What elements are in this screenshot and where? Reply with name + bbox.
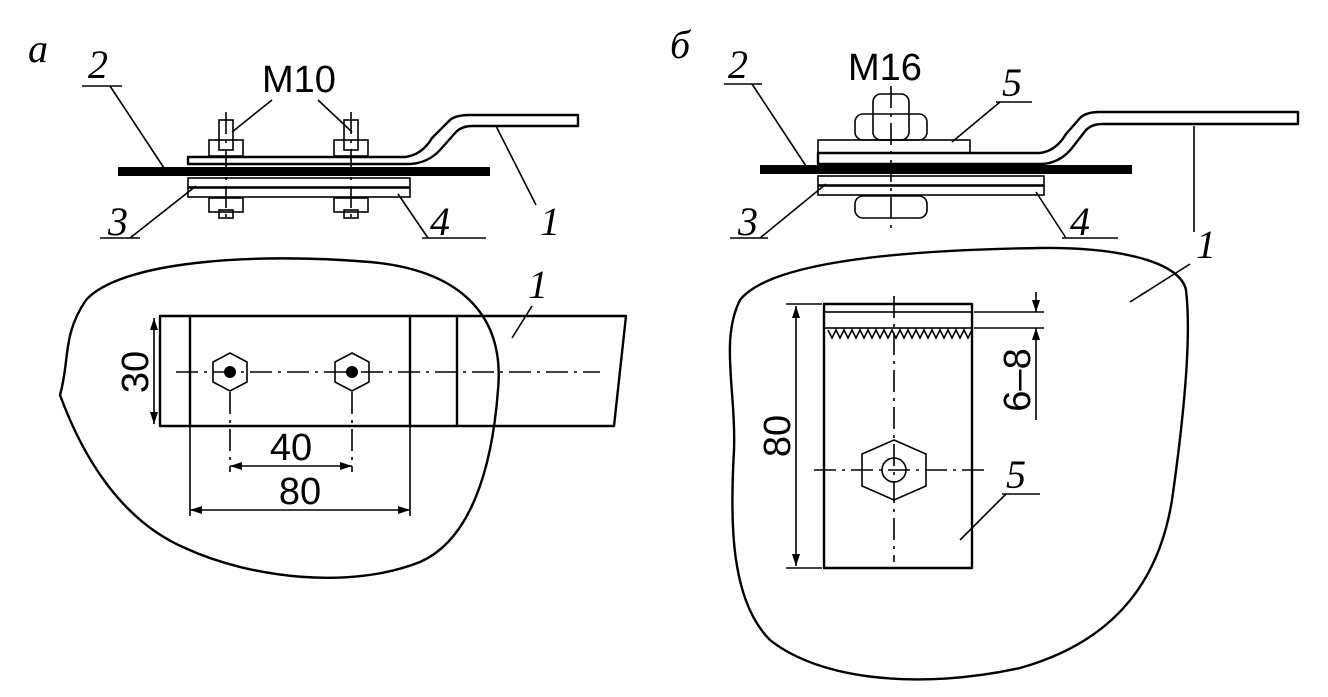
callout-a-1-top: 1 [540,199,560,244]
dim-length-b: 80 [757,415,799,457]
bolt-size-a: M10 [262,59,336,101]
callout-b-1-plan: 1 [1196,222,1216,267]
plate-5-b [817,139,971,154]
dim-weld-offset: 6–8 [997,348,1039,411]
plate-4-b [817,185,1045,196]
strip-1-plan [158,314,628,428]
view-b: б M16 5 2 3 4 [670,22,1300,681]
earth-contour-a [58,257,500,579]
callout-a-2: 2 [88,42,108,87]
strip-1-b [816,110,1300,166]
bolt-a2-plan [334,352,370,392]
dim-bolt-spacing: 40 [270,427,312,469]
view-a-plan: 30 40 80 1 [58,257,628,579]
callout-b-2: 2 [728,42,748,87]
plate-3 [187,177,411,188]
callout-b-5-top: 5 [1002,60,1022,105]
bolt-a1-plan [212,352,248,392]
strip-1 [186,113,580,166]
view-a-section: M10 2 3 4 1 [82,42,580,244]
callout-b-5-plan: 5 [1006,452,1026,497]
callout-b-4: 4 [1070,199,1090,244]
earth-contour-b [728,246,1190,681]
plate-5-plan [822,302,974,570]
conductor-2 [118,167,490,176]
view-b-section: M16 5 2 3 4 [724,42,1300,244]
conductor-2-b [760,165,1132,174]
callout-b-3: 3 [737,199,758,244]
view-b-plan: 1 80 6–8 5 [728,222,1216,681]
callout-a-4: 4 [430,199,450,244]
dim-overlap-a: 80 [279,471,321,513]
bolt-b-plan [861,439,927,501]
callout-a-3: 3 [107,199,128,244]
view-b-label: б [670,22,692,67]
view-a-label: а [28,26,48,71]
bolt-b [854,86,928,232]
view-a: а [28,26,628,579]
callout-a-1-plan: 1 [528,262,548,307]
plate-3-b [817,175,1045,186]
bolt-size-b: M16 [848,47,922,89]
dim-width-a: 30 [115,351,157,393]
bolt-a1 [208,112,244,222]
plate-4 [187,187,411,198]
